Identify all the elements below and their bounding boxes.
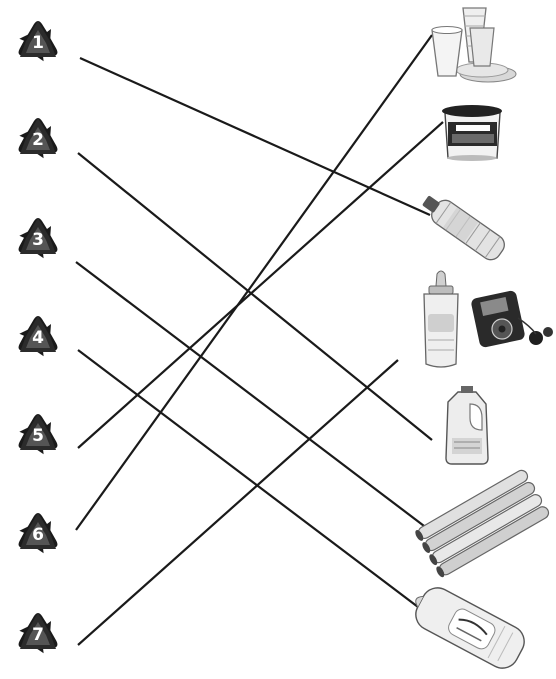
bread-bag-icon [406,580,530,674]
recycle-symbol-7: 7 [8,605,68,665]
recycle-symbol-2: 2 [8,110,68,170]
water-bottle-icon [418,190,508,264]
milk-jug-icon [446,386,488,464]
resin-code-6: 6 [32,525,44,545]
recycle-symbol-1: 1 [8,13,68,73]
resin-code-2: 2 [32,130,44,150]
match-lines [76,35,443,645]
resin-code-7: 7 [32,625,44,645]
resin-code-1: 1 [32,33,44,53]
resin-code-5: 5 [32,426,44,446]
match-line-7 [78,360,398,645]
match-line-6 [76,35,432,530]
match-line-1 [80,58,430,215]
margarine-tub-icon [442,105,502,161]
recycle-symbol-3: 3 [8,210,68,270]
foam-cups-icon [432,8,516,82]
resin-code-4: 4 [32,328,44,348]
resin-code-3: 3 [32,230,44,250]
recycle-symbol-5: 5 [8,406,68,466]
recycle-symbol-6: 6 [8,505,68,565]
match-line-5 [78,122,443,448]
baby-bottle-and-media-player-icon [424,271,553,367]
pvc-pipes-icon [414,468,551,578]
recycle-symbol-4: 4 [8,308,68,368]
